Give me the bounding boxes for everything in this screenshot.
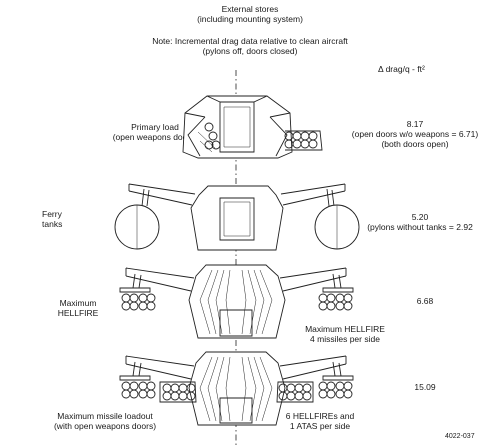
label-line: Maximum HELLFIRE [305,324,385,334]
fuselage-max-missile [188,351,286,426]
config-label-ferry-tanks: Ferry tanks [42,209,62,229]
weapons-bay-right [284,130,323,151]
label-line: 4 missiles per side [310,334,380,344]
value: 5.20 [411,212,429,222]
sub-label-max-hellfire: Maximum HELLFIRE 4 missiles per side [290,324,400,344]
note-line: (pylons off, doors closed) [202,46,298,56]
value: 8.17 [406,119,424,129]
value-note: (pylons without tanks = 2.92 [367,222,473,232]
drag-value-max-missile: 15.09 [414,382,436,392]
weapons-bay-left [197,122,221,153]
drag-value-primary-load: 8.17 (open doors w/o weapons = 6.71) (bo… [345,119,485,149]
wing-left-ferry [128,183,196,207]
value-note: (open doors w/o weapons = 6.71) [351,129,479,139]
wing-right-max-missile [279,355,347,380]
open-bay-right-max-missile [276,381,314,403]
hellfire-rack-left [119,287,156,311]
label-line: Primary load [131,122,179,132]
diagram-title: External stores (including mounting syst… [170,4,330,24]
missile-rack-right [318,375,354,399]
sub-label-max-missile: 6 HELLFIREs and 1 ATAS per side [265,411,375,431]
note-line: Note: Incremental drag data relative to … [152,36,348,46]
config-label-max-hellfire: Maximum HELLFIRE [48,298,108,318]
label-line: HELLFIRE [57,308,99,318]
fuselage-max-hellfire [188,264,286,339]
wing-left-max-missile [125,355,195,380]
ferry-tank-left [114,204,160,250]
label-line: (open weapons doors) [112,132,198,142]
config-label-primary-load: Primary load (open weapons doors) [95,122,215,142]
drag-unit-label: Δ drag/q - ft² [378,64,425,74]
drag-value-ferry-tanks: 5.20 (pylons without tanks = 2.92 [350,212,490,232]
hellfire-rack-right [318,287,354,311]
ferry-tank-right [314,204,360,250]
value-note: (both doors open) [381,139,449,149]
wing-right-max-hellfire [279,267,347,292]
label-line: 1 ATAS per side [289,421,351,431]
label-line: Maximum [59,298,97,308]
title-line: External stores [221,4,279,14]
figure-id: 4022-037 [445,433,475,440]
fuselage-primary-load [182,95,293,159]
label-line: tanks [42,219,63,229]
fuselage-ferry [190,185,284,251]
label-line: Maximum missile loadout [57,411,153,421]
open-bay-left-max-missile [159,381,197,403]
drag-note: Note: Incremental drag data relative to … [120,36,380,56]
label-line: (with open weapons doors) [53,421,157,431]
label-line: Ferry [42,209,62,219]
wing-right-ferry [280,183,346,207]
missile-rack-left [119,375,156,399]
title-subline: (including mounting system) [197,14,303,24]
config-label-max-missile: Maximum missile loadout (with open weapo… [30,411,180,431]
drag-value-max-hellfire: 6.68 [416,296,434,306]
label-line: 6 HELLFIREs and [285,411,355,421]
wing-left-max-hellfire [125,267,195,292]
